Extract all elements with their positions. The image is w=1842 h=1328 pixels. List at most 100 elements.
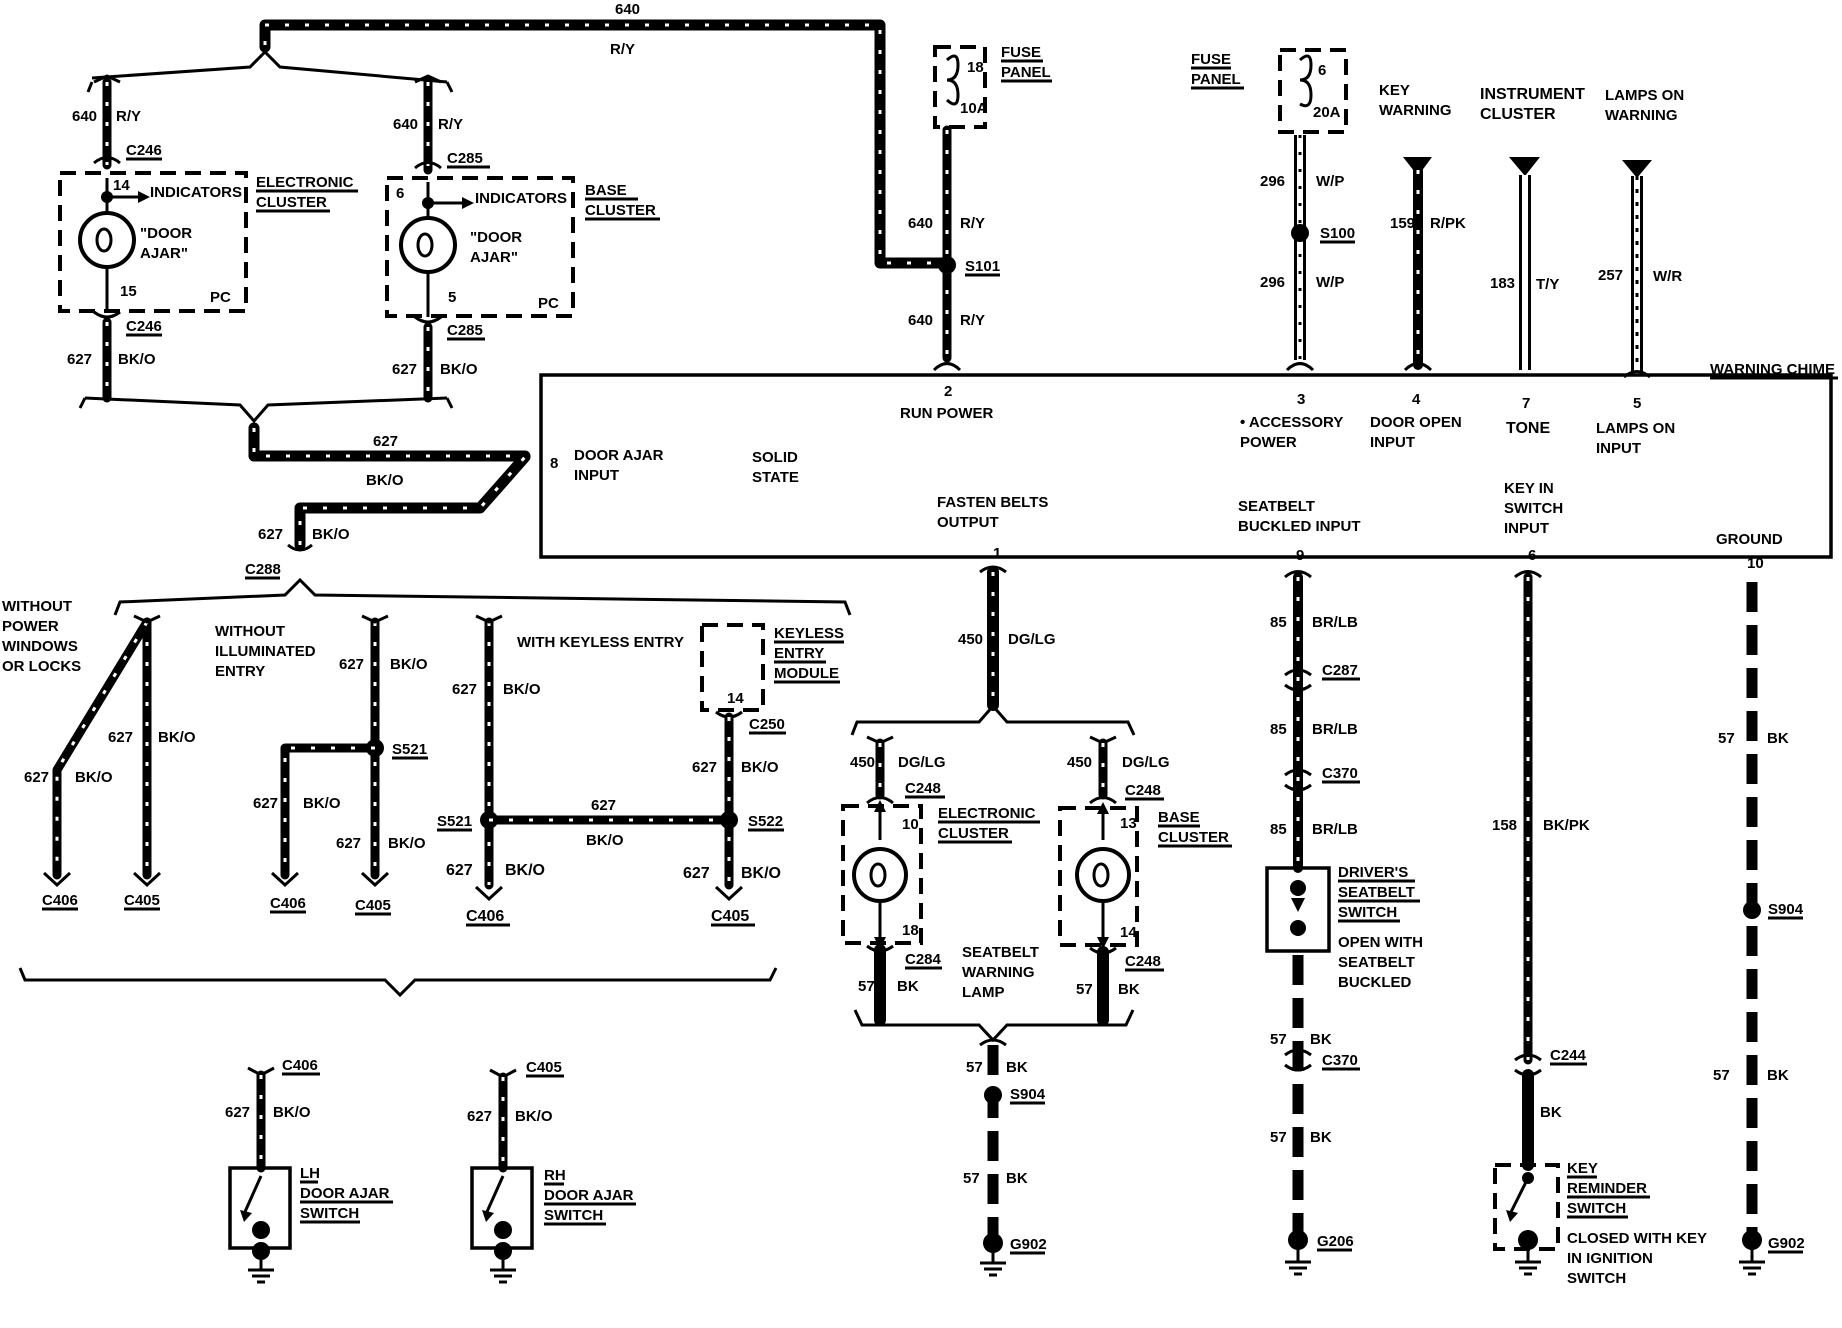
- diagram-label: BR/LB: [1312, 614, 1358, 631]
- diagram-label: R/Y: [960, 215, 985, 232]
- diagram-label: 14: [113, 177, 130, 194]
- diagram-label: 627: [683, 865, 710, 882]
- diagram-label: 627: [692, 759, 717, 776]
- diagram-label: 158: [1492, 817, 1517, 834]
- diagram-label: 450: [850, 754, 875, 771]
- diagram-label: BK/O: [312, 526, 350, 543]
- diagram-label: INDICATORS: [150, 184, 242, 201]
- diagram-label: C248: [1125, 782, 1161, 799]
- diagram-label: BK/O: [741, 759, 779, 776]
- diagram-label: 627: [339, 656, 364, 673]
- diagram-label: 85: [1270, 721, 1287, 738]
- diagram-label: R/Y: [610, 41, 635, 58]
- diagram-label: BK/O: [515, 1108, 553, 1125]
- wire-627-bko-door-ajar: [248, 422, 531, 551]
- diagram-label: BK: [1006, 1170, 1028, 1187]
- diagram-label: S904: [1768, 901, 1804, 918]
- keyless-entry-module-box: [700, 623, 765, 712]
- pin-6: 6: [1528, 547, 1536, 564]
- diagram-label: 57: [966, 1059, 983, 1076]
- diagram-label: W/P: [1316, 274, 1344, 291]
- diagram-label: G902: [1768, 1235, 1805, 1252]
- door-ajar-bulb-base: [399, 216, 457, 274]
- diagram-label: C405: [711, 908, 749, 925]
- diagram-label: 627: [373, 433, 398, 450]
- diagram-label: 627: [225, 1104, 250, 1121]
- diagram-label: G902: [1010, 1236, 1047, 1253]
- diagram-label: 57: [1713, 1067, 1730, 1084]
- diagram-label: BK/O: [388, 835, 426, 852]
- diagram-label: 640: [72, 108, 97, 125]
- diagram-label: S522: [748, 813, 783, 830]
- diagram-label: R/Y: [438, 116, 463, 133]
- diagram-label: 57: [1270, 1129, 1287, 1146]
- diagram-label: C244: [1550, 1047, 1587, 1064]
- diagram-label: 85: [1270, 614, 1287, 631]
- diagram-label: BK: [1767, 1067, 1789, 1084]
- diagram-label: BK: [897, 978, 919, 995]
- diagram-label: 627: [24, 769, 49, 786]
- diagram-label: 627: [67, 351, 92, 368]
- diagram-label: C406: [270, 895, 306, 912]
- diagram-label: 57: [1270, 1031, 1287, 1048]
- label-tone: TONE: [1506, 420, 1550, 437]
- wire-640-ry-top: [259, 19, 951, 269]
- diagram-label: C406: [466, 908, 504, 925]
- diagram-label: C288: [245, 561, 281, 578]
- diagram-label: C405: [526, 1059, 562, 1076]
- pin-2: 2: [944, 383, 952, 400]
- diagram-label: C285: [447, 322, 483, 339]
- diagram-label: 627: [392, 361, 417, 378]
- drivers-seatbelt-switch: [1265, 866, 1331, 953]
- diagram-label: 57: [1718, 730, 1735, 747]
- diagram-label: 640: [908, 215, 933, 232]
- diagram-label: C406: [282, 1057, 318, 1074]
- diagram-label: 296: [1260, 274, 1285, 291]
- diagram-label: S101: [965, 258, 1000, 275]
- diagram-label: G206: [1317, 1233, 1354, 1250]
- diagram-label: BK/O: [503, 681, 541, 698]
- diagram-label: BR/LB: [1312, 721, 1358, 738]
- module-title: WARNING CHIME: [1710, 361, 1835, 378]
- diagram-label: 640: [393, 116, 418, 133]
- diagram-label: 57: [1076, 981, 1093, 998]
- diagram-label: INDICATORS: [475, 190, 567, 207]
- diagram-label: 296: [1260, 173, 1285, 190]
- diagram-label: BK/O: [440, 361, 478, 378]
- diagram-label: C287: [1322, 662, 1358, 679]
- diagram-label: 257: [1598, 267, 1623, 284]
- pin-9: 9: [1296, 547, 1304, 564]
- diagram-label: S100: [1320, 225, 1355, 242]
- diagram-label: W/R: [1653, 268, 1682, 285]
- diagram-label: 627: [336, 835, 361, 852]
- diagram-label: BK: [1310, 1129, 1332, 1146]
- diagram-label: BK/O: [741, 865, 781, 882]
- diagram-label: BK/O: [303, 795, 341, 812]
- diagram-label: 627: [253, 795, 278, 812]
- diagram-label: DG/LG: [898, 754, 946, 771]
- diagram-label: 6: [396, 185, 404, 202]
- pin-4: 4: [1412, 391, 1421, 408]
- diagram-label: C370: [1322, 1052, 1358, 1069]
- diagram-label: PC: [538, 295, 559, 312]
- diagram-label: BK/O: [505, 862, 545, 879]
- seatbelt-lamp-base-box: [1058, 806, 1139, 947]
- diagram-label: 627: [258, 526, 283, 543]
- diagram-label: 10A: [960, 100, 988, 117]
- diagram-label: DG/LG: [1122, 754, 1170, 771]
- diagram-label: BR/LB: [1312, 821, 1358, 838]
- diagram-label: 627: [108, 729, 133, 746]
- diagram-label: R/Y: [960, 312, 985, 329]
